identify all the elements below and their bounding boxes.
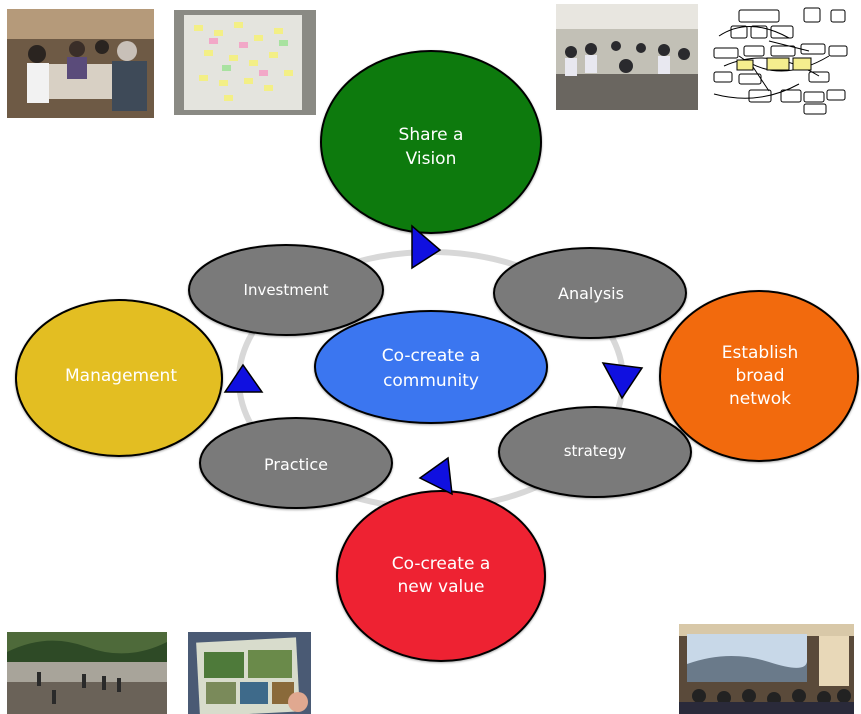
community-center-node	[314, 310, 548, 424]
establish-network-node	[659, 290, 859, 462]
investment-label: Investment	[244, 281, 329, 299]
arrow-right-icon	[411, 224, 442, 270]
strategy-node	[498, 406, 692, 498]
establish-network-label-line1: Establish	[722, 343, 799, 363]
brochure-photo	[188, 632, 311, 714]
network-chart-photo	[709, 6, 852, 118]
field-work-photo	[7, 632, 167, 714]
analysis-label: Analysis	[558, 284, 624, 303]
establish-network-label-line3: netwok	[729, 389, 791, 409]
establish-network-label-line2: broad	[735, 366, 784, 386]
meeting-circle-photo	[556, 4, 698, 110]
share-vision-label-line2: Vision	[406, 149, 457, 169]
management-label: Management	[65, 366, 177, 386]
presentation-hall-photo	[679, 624, 854, 714]
center-label-line2: community	[383, 371, 479, 391]
arrow-down-icon	[601, 362, 644, 400]
center-label-line1: Co-create a	[382, 346, 481, 366]
strategy-label: strategy	[564, 442, 627, 460]
investment-node	[188, 244, 384, 336]
arrow-up-icon	[223, 363, 264, 393]
management-node	[15, 299, 223, 457]
arrow-left-icon	[418, 456, 453, 496]
practice-label: Practice	[264, 455, 328, 474]
sticky-notes-board-photo	[174, 10, 316, 115]
workshop-table-photo	[7, 9, 154, 118]
share-vision-node	[320, 50, 542, 234]
practice-node	[199, 417, 393, 509]
new-value-label-line1: Co-create a	[392, 554, 491, 574]
share-vision-label-line1: Share a	[399, 125, 464, 145]
new-value-node	[336, 490, 546, 662]
analysis-node	[493, 247, 687, 339]
new-value-label-line2: new value	[398, 577, 485, 597]
